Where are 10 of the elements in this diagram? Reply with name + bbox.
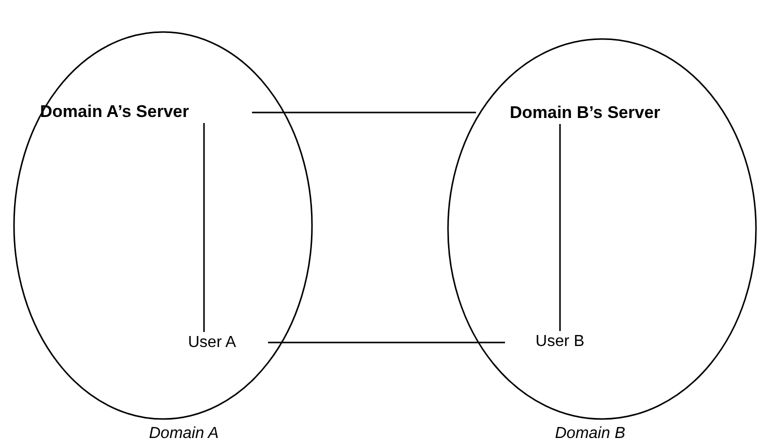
user-label: User B (509, 331, 611, 353)
domain-caption: Domain A (149, 425, 219, 443)
server-label: Domain A’s Server (40, 101, 248, 123)
domain-caption: Domain B (555, 425, 626, 443)
connector-line (203, 123, 205, 332)
server-label: Domain B’s Server (480, 102, 690, 124)
connector-line (559, 124, 561, 331)
user-label: User A (160, 332, 264, 354)
connector-line (268, 342, 505, 344)
connector-line (252, 112, 476, 114)
